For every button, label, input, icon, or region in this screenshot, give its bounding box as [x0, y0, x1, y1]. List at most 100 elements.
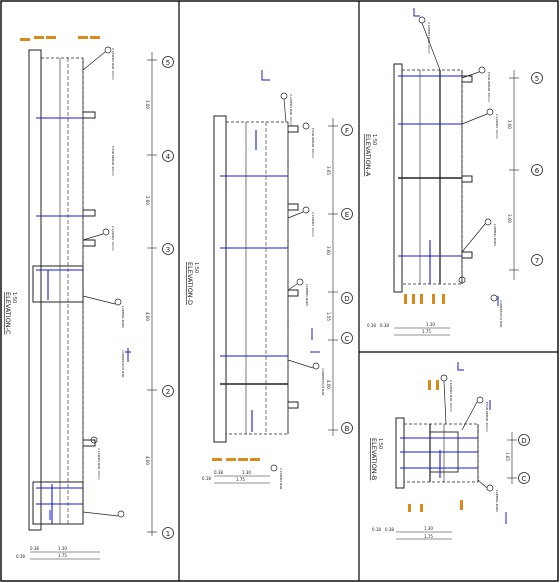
- dimension-label: 0.38: [385, 527, 394, 532]
- beam-outline: [225, 121, 289, 435]
- panel-title-group: ELEVATION-B 1:50: [370, 438, 383, 480]
- svg-text:2 LAYERS BAR 16mm: 2 LAYERS BAR 16mm: [289, 94, 293, 126]
- beam-outline: [395, 417, 405, 489]
- dimension-label: 1.75: [58, 553, 67, 558]
- annotation-text: 2 LAYERS BAR 16mm FOUR REBAR 20mm LAPPIN…: [449, 380, 499, 512]
- callouts: [82, 46, 125, 518]
- svg-text:2 LAYERS BAR: 2 LAYERS BAR: [279, 468, 283, 489]
- panel-title-group: ELEVATION-A 1:50: [364, 134, 377, 177]
- bottom-dimensions: [394, 327, 450, 336]
- grid-bubble-label: F: [345, 127, 349, 135]
- svg-text:FOUR REBAR 20mm: FOUR REBAR 20mm: [311, 128, 315, 158]
- dimension-values: 3.00 2.60 4.60 4.60: [145, 100, 150, 465]
- svg-text:3.00: 3.00: [145, 100, 150, 109]
- annotation-text: 2 LAYERS BAR 16mm FOUR REBAR 20mm 2 LAYE…: [97, 48, 125, 480]
- grid-bubble: B: [341, 422, 353, 434]
- gridline-ticks: [507, 439, 517, 479]
- column-stubs: [83, 111, 96, 447]
- svg-text:3.00: 3.00: [507, 214, 512, 223]
- svg-text:4.60: 4.60: [145, 312, 150, 321]
- annotation-text: 2 LAYERS BAR 16mm FOUR REBAR 20mm 2 LAYE…: [427, 22, 503, 327]
- svg-text:2 LAYERS BAR 16mm: 2 LAYERS BAR 16mm: [111, 48, 115, 80]
- grid-bubble-label: B: [345, 425, 350, 433]
- svg-text:2 LAYERS 16mm: 2 LAYERS 16mm: [311, 212, 315, 237]
- dimension-label: 1.30: [424, 526, 433, 531]
- panel-scale: 1:50: [193, 262, 199, 273]
- dimension-label: 0.38: [380, 323, 389, 328]
- callouts: [270, 92, 320, 472]
- dimension-label: 0.18: [202, 476, 211, 481]
- svg-text:CONTINUOUS BAR: CONTINUOUS BAR: [499, 300, 503, 327]
- grid-bubble-label: 6: [535, 167, 540, 175]
- callouts: [418, 16, 498, 302]
- dimension-label: 1.30: [426, 322, 435, 327]
- grid-bubble: 5: [531, 72, 543, 84]
- svg-text:LAPPING BARS: LAPPING BARS: [495, 490, 499, 512]
- column-cage: [32, 481, 84, 525]
- svg-text:2 LAYERS BAR 16mm: 2 LAYERS BAR 16mm: [97, 448, 101, 480]
- grid-bubble: 1: [162, 527, 174, 539]
- grid-bubble: D: [518, 434, 530, 446]
- dimension-label: 1.30: [58, 546, 67, 551]
- column-cage: [32, 265, 84, 303]
- bottom-dimensions: [214, 475, 270, 484]
- svg-text:CONTINUOUS BAR: CONTINUOUS BAR: [321, 368, 325, 395]
- bottom-dimensions: [396, 531, 452, 540]
- svg-text:FOUR REBAR 20mm: FOUR REBAR 20mm: [487, 72, 491, 102]
- tag-markers: [413, 8, 499, 306]
- top-notes: [408, 380, 463, 512]
- tag-markers: [261, 70, 320, 353]
- panel-scale: 1:50: [11, 292, 17, 303]
- dimension-values: 3.00 3.00: [507, 120, 512, 223]
- dimension-label: 0.18: [16, 554, 25, 559]
- grid-bubble-label: 2: [166, 388, 170, 396]
- column-stubs: [462, 75, 473, 259]
- panel-title: ELEVATION-A: [364, 134, 372, 177]
- svg-text:FOUR REBAR 20mm: FOUR REBAR 20mm: [485, 402, 489, 432]
- svg-text:LAPPING BARS: LAPPING BARS: [121, 306, 125, 328]
- bottom-notes: [404, 294, 445, 304]
- grid-bubble-label: 4: [166, 153, 171, 161]
- svg-text:2 LAYERS BAR 16mm: 2 LAYERS BAR 16mm: [449, 380, 453, 412]
- svg-text:2 LAYERS 16mm: 2 LAYERS 16mm: [495, 114, 499, 139]
- dimension-label: 1.30: [242, 470, 251, 475]
- grid-bubble-label: 5: [535, 75, 539, 83]
- grid-bubble-label: 1: [166, 530, 170, 538]
- dimension-label: 1.75: [236, 477, 245, 482]
- grid-bubble-label: 3: [166, 246, 170, 254]
- panel-title-group: ELEVATION-D 1:50: [186, 262, 199, 305]
- svg-text:3.65: 3.65: [326, 166, 331, 175]
- panel-elevation-d: 2 LAYERS BAR 16mm FOUR REBAR 20mm 2 LAYE…: [186, 70, 353, 489]
- grid-bubble-label: 5: [166, 59, 170, 67]
- panel-elevation-c: 2 LAYERS BAR 16mm FOUR REBAR 20mm 2 LAYE…: [4, 36, 174, 560]
- svg-text:4.00: 4.00: [326, 380, 331, 389]
- beam-outline: [40, 57, 84, 525]
- dimension-label: 1.75: [424, 534, 433, 539]
- beam-outline: [403, 423, 479, 483]
- grid-bubble-label: 7: [535, 257, 539, 265]
- svg-text:1.55: 1.55: [326, 312, 331, 321]
- grid-bubble: E: [341, 208, 353, 220]
- panel-title-group: ELEVATION-C 1:50: [4, 292, 17, 335]
- panel-title: ELEVATION-C: [4, 292, 12, 335]
- svg-text:3.60: 3.60: [326, 246, 331, 255]
- dimension-label: 1.75: [422, 329, 431, 334]
- callouts: [440, 374, 494, 492]
- grid-bubble: 4: [162, 150, 174, 162]
- panel-title: ELEVATION-D: [186, 262, 194, 305]
- svg-text:LAPPING BARS: LAPPING BARS: [305, 284, 309, 306]
- panel-title: ELEVATION-B: [370, 438, 378, 480]
- rebar-lines: [36, 117, 83, 524]
- dimension-label: 0.38: [214, 470, 223, 475]
- svg-text:LAPPING BARS: LAPPING BARS: [493, 224, 497, 246]
- annotation-text: 2 LAYERS BAR 16mm FOUR REBAR 20mm 2 LAYE…: [279, 94, 325, 489]
- dimension-value: 1.65: [505, 452, 510, 461]
- grid-bubble: 2: [162, 385, 174, 397]
- grid-bubble: C: [341, 332, 353, 344]
- beam-outline: [213, 115, 227, 443]
- dimension-values: 3.65 3.60 1.55 4.00: [326, 166, 331, 389]
- tag-markers: [49, 348, 131, 520]
- svg-text:2 LAYERS 16mm: 2 LAYERS 16mm: [111, 226, 115, 251]
